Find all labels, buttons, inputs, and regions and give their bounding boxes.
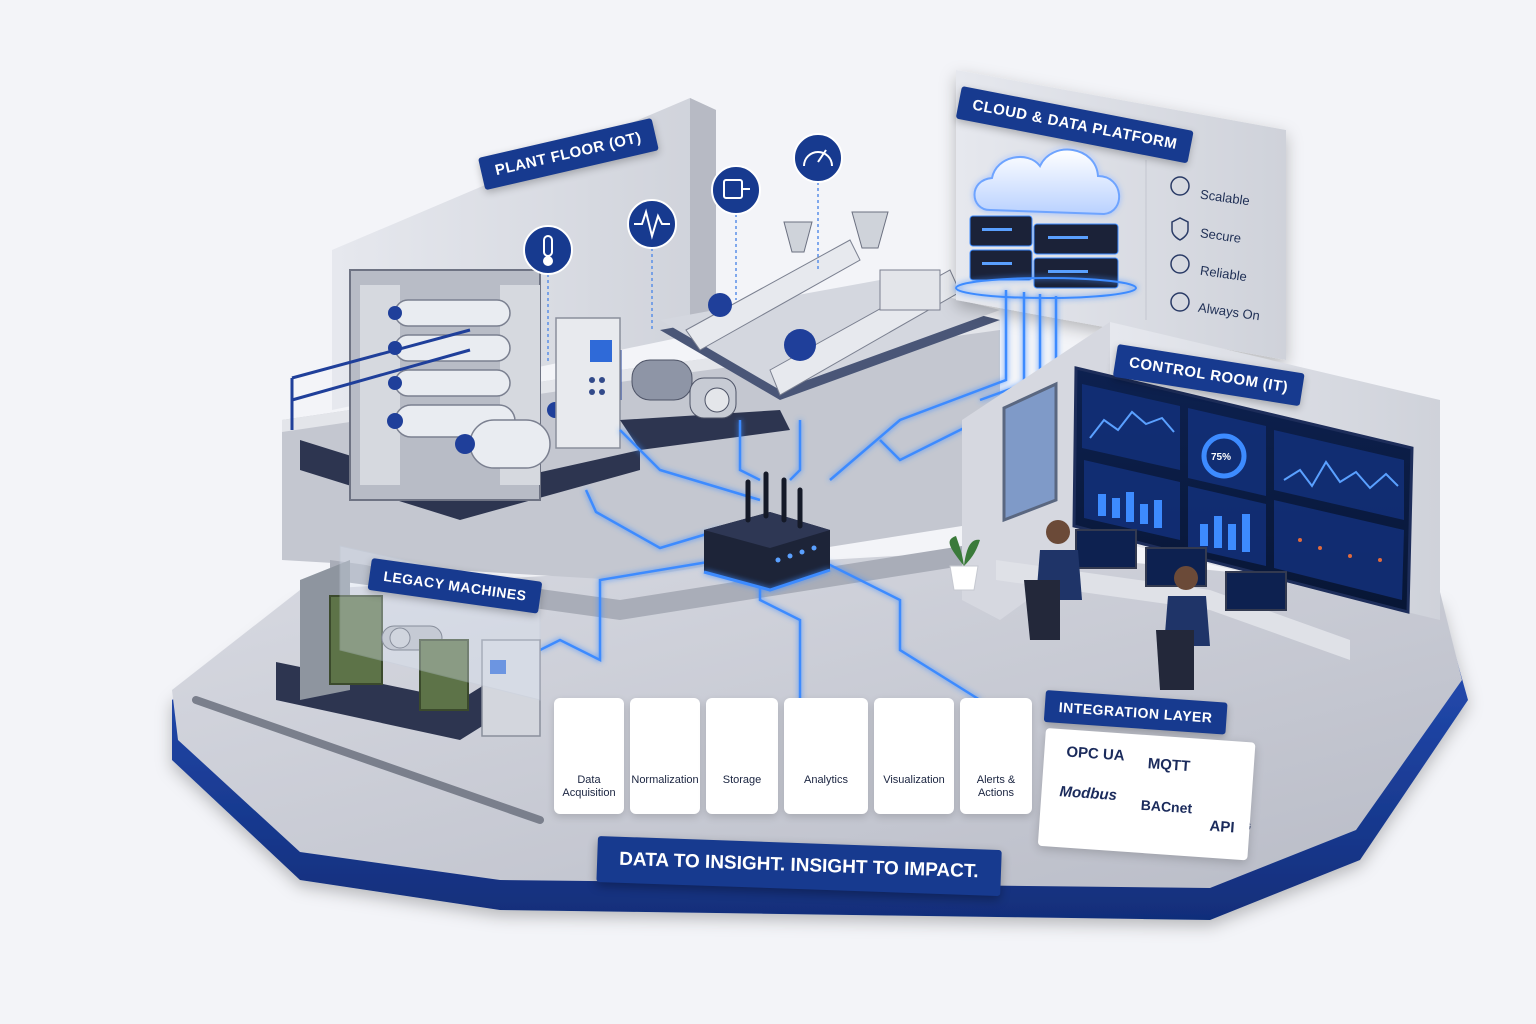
motor-unit xyxy=(620,359,790,450)
protocol-bacnet: BACnet xyxy=(1140,796,1193,817)
gauge-icon xyxy=(793,133,843,183)
dashboard-wall xyxy=(1072,366,1414,614)
pipeline-label: Normalization xyxy=(631,774,699,786)
pipeline-label: Data Acquisition xyxy=(562,774,616,799)
printing-press-machine xyxy=(290,269,640,520)
extruder-machines xyxy=(660,211,1000,400)
protocol-api: API xyxy=(1208,817,1236,837)
pipeline-stage-visualization: Visualization xyxy=(874,698,954,814)
protocol-modbus: Modbus xyxy=(1059,783,1118,805)
pipeline-stage-alerts-actions: Alerts & Actions xyxy=(960,698,1032,814)
pipeline-stage-normalization: Normalization xyxy=(630,698,700,814)
pipeline-label: Visualization xyxy=(883,774,945,786)
pipeline-stage-data-acquisition: Data Acquisition xyxy=(554,698,624,814)
cloud-feature-icons xyxy=(1170,176,1190,312)
conveyor-rail xyxy=(192,696,544,824)
operator-figures xyxy=(1024,520,1210,690)
gateway-router xyxy=(703,471,831,592)
thermometer-icon xyxy=(523,225,573,275)
pipeline-label: Storage xyxy=(722,774,762,786)
protocol-mqtt: MQTT xyxy=(1147,755,1191,776)
pipeline-label: Analytics xyxy=(803,774,849,786)
dashboard-gauge-value: 75% xyxy=(1211,452,1232,463)
plant-pot xyxy=(949,536,980,591)
pipeline-stage-analytics: Analytics xyxy=(784,698,868,814)
protocol-opc-ua: OPC UA xyxy=(1065,743,1126,765)
sensor-icons xyxy=(547,182,819,362)
cloud-icon xyxy=(973,148,1120,216)
server-rack xyxy=(955,215,1137,299)
pipeline-stage-storage: Storage xyxy=(706,698,778,814)
waveform-icon xyxy=(627,199,677,249)
protocol-panel: OPC UA MQTT Modbus BACnet API xyxy=(1037,728,1256,861)
pipeline-label: Alerts & Actions xyxy=(976,774,1016,799)
pump-icon xyxy=(711,165,761,215)
control-desk xyxy=(996,529,1350,660)
